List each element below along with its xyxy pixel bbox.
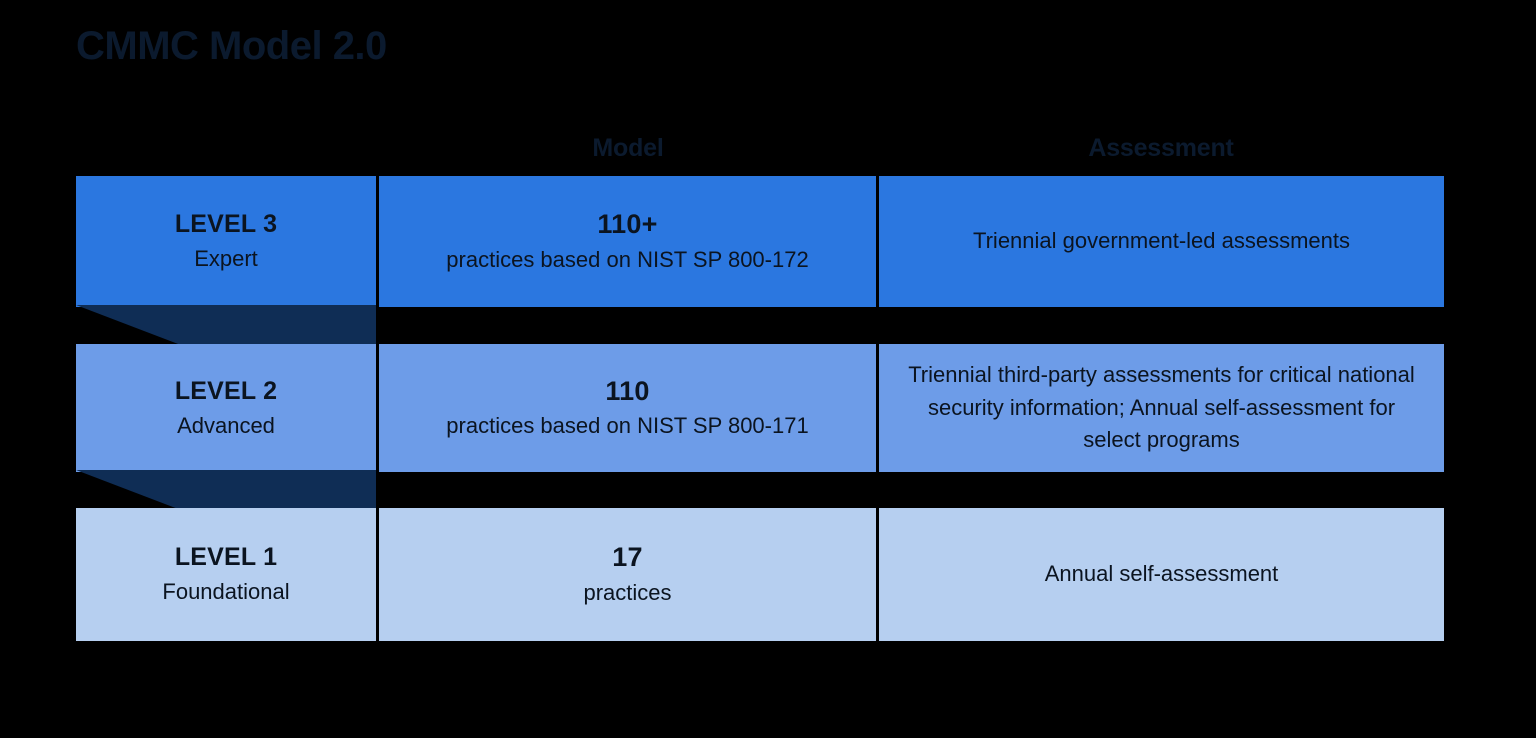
table-row: LEVEL 1 Foundational 17 practices Annual… xyxy=(76,508,1444,641)
level-3-assessment-cell: Triennial government-led assessments xyxy=(879,176,1444,307)
level-1-name: LEVEL 1 xyxy=(174,543,278,572)
column-header-assessment: Assessment xyxy=(1088,134,1234,162)
level-3-model-description: practices based on NIST SP 800-172 xyxy=(446,246,809,272)
column-header-row: Model Assessment xyxy=(76,134,1444,172)
level-2-assessment-text: Triennial third-party assessments for cr… xyxy=(908,362,1415,453)
level-2-assessment-cell: Triennial third-party assessments for cr… xyxy=(879,344,1444,472)
level-1-model-description: practices xyxy=(583,579,672,605)
level-2-model-cell: 110 practices based on NIST SP 800-171 xyxy=(379,344,876,472)
level-1-assessment-cell: Annual self-assessment xyxy=(879,508,1444,641)
connector-level2-to-level1 xyxy=(76,470,376,512)
level-3-model-cell: 110+ practices based on NIST SP 800-172 xyxy=(379,176,876,307)
table-row: LEVEL 3 Expert 110+ practices based on N… xyxy=(76,176,1444,307)
cmmc-level-matrix: LEVEL 3 Expert 110+ practices based on N… xyxy=(76,176,1444,641)
level-3-model-count: 110+ xyxy=(597,209,658,240)
table-row: LEVEL 2 Advanced 110 practices based on … xyxy=(76,344,1444,472)
column-header-model: Model xyxy=(592,134,664,162)
level-1-subtitle: Foundational xyxy=(162,579,290,605)
level-2-model-description: practices based on NIST SP 800-171 xyxy=(446,413,809,439)
level-1-model-count: 17 xyxy=(612,542,643,573)
level-3-assessment-text: Triennial government-led assessments xyxy=(972,228,1351,254)
connector-chevron-icon xyxy=(76,470,376,512)
level-2-model-count: 110 xyxy=(605,375,650,406)
level-3-label-cell: LEVEL 3 Expert xyxy=(76,176,376,307)
level-2-subtitle: Advanced xyxy=(177,412,275,438)
connector-chevron-icon xyxy=(76,305,376,347)
level-3-name: LEVEL 3 xyxy=(174,210,278,239)
level-1-model-cell: 17 practices xyxy=(379,508,876,641)
level-2-label-cell: LEVEL 2 Advanced xyxy=(76,344,376,472)
level-1-label-cell: LEVEL 1 Foundational xyxy=(76,508,376,641)
level-2-name: LEVEL 2 xyxy=(174,376,278,405)
level-3-subtitle: Expert xyxy=(194,246,258,272)
level-1-assessment-text: Annual self-assessment xyxy=(1044,561,1279,587)
connector-level3-to-level2 xyxy=(76,305,376,347)
page-title: CMMC Model 2.0 xyxy=(76,24,387,68)
